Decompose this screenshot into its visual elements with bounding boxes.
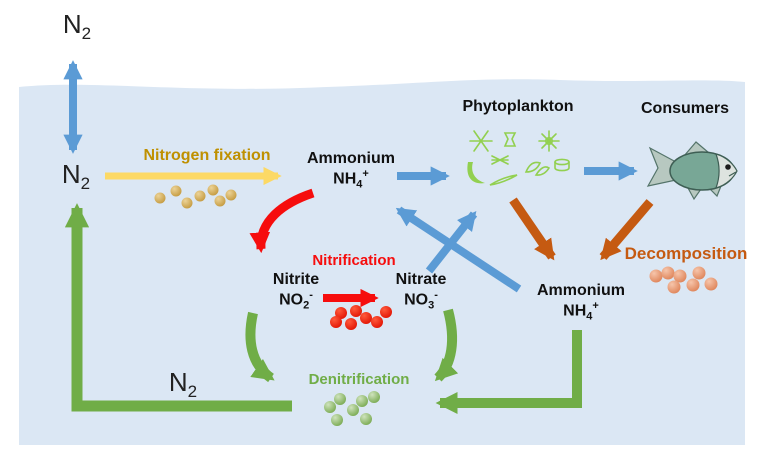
plankton-radiolarian-icon — [538, 130, 560, 152]
molecule-dot — [194, 190, 206, 202]
molecule-dot — [667, 280, 681, 294]
molecule-dot — [225, 189, 237, 201]
denitrification-label: Denitrification — [308, 371, 410, 388]
phytoplankton-label: Phytoplankton — [462, 98, 574, 115]
ammonium-regenerated-formula: NH4+ — [563, 300, 599, 323]
molecule-dot — [649, 269, 663, 283]
plankton-pillbox-icon — [554, 158, 570, 172]
ammonium-denitrification-arrow — [435, 330, 582, 415]
molecule-dot — [356, 395, 368, 407]
nitrate-label: Nitrate NO3- — [396, 271, 447, 313]
molecule-dot — [330, 316, 342, 328]
nitrite-title: Nitrite — [272, 271, 320, 288]
n2-product-label: N2 — [168, 367, 198, 402]
phytoplankton-icons — [467, 130, 570, 186]
molecule-dot — [214, 195, 226, 207]
ammonium-recycle-arrow — [395, 206, 522, 293]
nitrification-label: Nitrification — [312, 252, 396, 269]
molecule-dot — [181, 197, 193, 209]
molecule-dot — [347, 404, 359, 416]
fixation-molecules — [154, 184, 237, 209]
molecule-dot — [154, 192, 166, 204]
molecule-dot — [686, 278, 700, 292]
molecule-dot — [673, 269, 687, 283]
ammonium-to-nitrite-arrow — [249, 188, 315, 254]
ammonium-regenerated-title: Ammonium — [537, 282, 625, 299]
ammonium-regenerated-label: Ammonium NH4+ — [537, 282, 625, 324]
molecule-dot — [170, 185, 182, 197]
nitrate-title: Nitrate — [395, 271, 447, 288]
molecule-dot — [345, 318, 357, 330]
molecule-dot — [350, 305, 362, 317]
plankton-star-icon — [469, 130, 493, 152]
molecule-dot — [368, 391, 380, 403]
decomposition-label: Decomposition — [624, 244, 748, 263]
n2-dissolved-label: N2 — [61, 159, 91, 194]
decomposition-molecules — [649, 266, 718, 294]
molecule-dot — [207, 184, 219, 196]
plankton-blade-icon — [467, 162, 485, 184]
molecule-dot — [331, 414, 343, 426]
molecule-dot — [692, 266, 706, 280]
consumers-label: Consumers — [640, 100, 730, 117]
plankton-fan-icon — [491, 155, 509, 165]
denitrification-molecules — [324, 391, 380, 426]
ammonium-pool-formula: NH4+ — [333, 168, 369, 191]
molecule-dot — [335, 307, 347, 319]
nitrification-molecules — [330, 305, 392, 330]
molecule-dot — [661, 266, 675, 280]
plankton-leaf-icon — [524, 161, 551, 176]
nitrate-denitrification-arrow — [434, 308, 459, 382]
molecule-dot — [380, 306, 392, 318]
plankton-diatom-box-icon — [503, 132, 517, 147]
molecule-dot — [371, 316, 383, 328]
n2-atmosphere-label: N2 — [62, 9, 92, 44]
nitrite-formula: NO2- — [279, 289, 313, 312]
plankton-needle-icon — [489, 174, 518, 186]
molecule-dot — [360, 413, 372, 425]
molecule-dot — [360, 312, 372, 324]
denitrification-n2-return-arrow — [64, 203, 292, 412]
consumers-decomposition-arrow — [599, 199, 654, 261]
nitrate-uptake-arrow — [425, 210, 478, 274]
molecule-dot — [334, 393, 346, 405]
ammonium-pool-label: Ammonium NH4+ — [307, 150, 395, 192]
molecule-dot — [324, 401, 336, 413]
molecule-dot — [704, 277, 718, 291]
nitrite-denitrification-arrow — [245, 311, 275, 383]
nitrogen-fixation-label: Nitrogen fixation — [143, 147, 271, 164]
phytoplankton-decomposition-arrow — [509, 197, 556, 261]
ammonium-pool-title: Ammonium — [307, 150, 395, 167]
nitrite-label: Nitrite NO2- — [273, 271, 319, 313]
fish-icon — [646, 141, 738, 201]
nitrate-formula: NO3- — [404, 289, 438, 312]
